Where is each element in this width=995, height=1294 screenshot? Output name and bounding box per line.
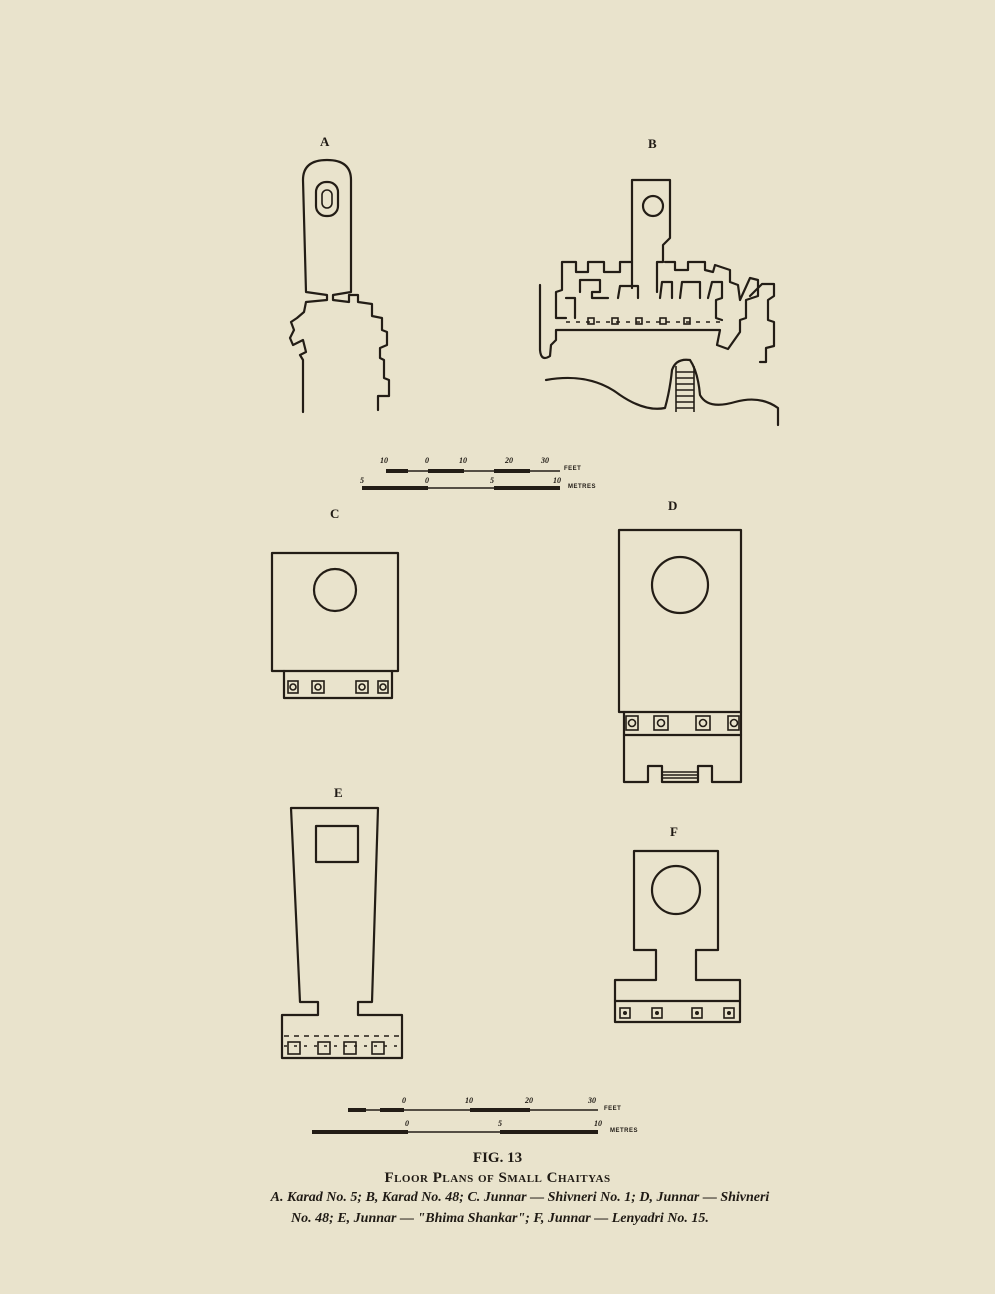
scale-top-feet-tick: 0 [425, 456, 429, 465]
scale-bottom-metre-tick: 10 [594, 1119, 602, 1128]
plan-d [617, 528, 743, 784]
scale-top-metre-tick: 0 [425, 476, 429, 485]
plan-label-f: F [670, 824, 678, 839]
scale-top-feet-tick: 10 [380, 456, 388, 465]
plan-label-d: D [668, 498, 678, 513]
scale-bar-bottom [312, 1108, 598, 1134]
scale-top-metre-tick: 5 [490, 476, 494, 485]
scale-bottom-feet-tick: 30 [588, 1096, 596, 1105]
plan-label-e: E [334, 785, 343, 800]
plan-a [288, 158, 391, 414]
plan-e [280, 806, 404, 1060]
scale-bottom-metre-tick: 0 [405, 1119, 409, 1128]
plan-b [538, 178, 780, 427]
scale-top-feet-tick: 20 [505, 456, 513, 465]
plan-c [270, 551, 400, 700]
scale-top-feet-unit: FEET [564, 466, 582, 472]
scale-bottom-feet-unit: FEET [604, 1106, 622, 1112]
scale-bar-top [362, 469, 560, 490]
scale-top-feet-tick: 30 [541, 456, 549, 465]
figure-caption-line-2: No. 48; E, Junnar — "Bhima Shankar"; F, … [291, 1211, 709, 1226]
plan-label-c: C [330, 506, 340, 521]
scale-bottom-feet-tick: 0 [402, 1096, 406, 1105]
plan-f [613, 849, 742, 1024]
scale-top-metre-unit: METRES [568, 484, 597, 490]
plan-label-b: B [648, 136, 657, 151]
scale-top-feet-tick: 10 [459, 456, 467, 465]
figure-caption-line-1: A. Karad No. 5; B, Karad No. 48; C. Junn… [270, 1190, 770, 1205]
scale-bottom-feet-tick: 10 [465, 1096, 473, 1105]
figure-title: Floor Plans of Small Chaityas [384, 1170, 611, 1186]
scale-top-metre-tick: 10 [553, 476, 561, 485]
scale-bottom-feet-tick: 20 [525, 1096, 533, 1105]
scale-bottom-metre-tick: 5 [498, 1119, 502, 1128]
scale-top-metre-tick: 5 [360, 476, 364, 485]
figure-number: FIG. 13 [472, 1150, 523, 1166]
scale-bottom-metre-unit: METRES [610, 1128, 639, 1134]
plan-label-a: A [320, 134, 330, 149]
